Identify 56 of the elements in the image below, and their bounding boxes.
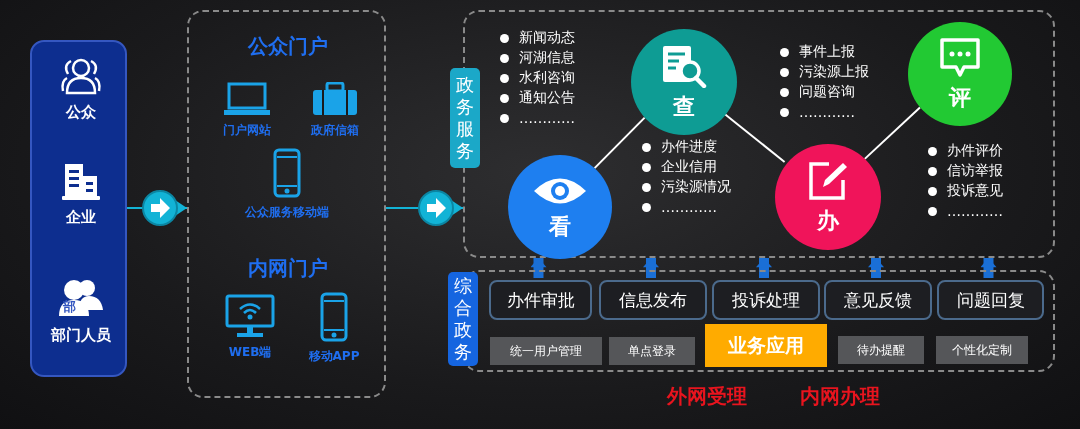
function-box: 意见反馈 [824,280,932,320]
list-item: 污染源上报 [799,63,869,81]
item-label: 公众服务移动端 [245,204,329,221]
function-box: 办件审批 [489,280,592,320]
block-arrow [643,258,659,278]
list-item: 办件进度 [661,138,717,156]
icon-text: 部 [62,300,76,314]
list-item: 企业信用 [661,158,717,176]
list-item: ………… [799,104,855,120]
arrow [385,190,464,226]
list-item: 办件评价 [947,142,1003,160]
block-arrow [868,258,884,278]
circle-label: 评 [949,85,971,111]
block-arrow [530,258,547,278]
section-heading: 公众门户 [248,34,328,58]
circle-label: 看 [549,214,571,240]
list-item: 问题咨询 [799,83,855,101]
list-item: 投诉意见 [947,182,1003,200]
dashed-frame [187,10,386,398]
connector-line [863,106,921,160]
list-item: ………… [947,203,1003,219]
connector-line [593,116,646,170]
list-item: 新闻动态 [519,29,575,47]
feature-tag: 待办提醒 [838,336,924,364]
list-item: ………… [661,199,717,215]
item-label: 移动APP [308,348,360,365]
list-item: 信访举报 [947,162,1003,180]
section-heading: 内网门户 [248,256,328,280]
item-label: 公众 [65,103,96,122]
function-box: 信息发布 [599,280,707,320]
item-label: 政府信箱 [311,122,359,139]
block-arrow [756,258,772,278]
circle-label: 查 [673,94,695,120]
caption-text: 外网受理 [667,384,747,408]
user-panel [30,40,127,377]
function-box: 投诉处理 [712,280,820,320]
list-item: 污染源情况 [661,178,731,196]
item-label: 门户网站 [223,122,271,139]
item-label: 部门人员 [50,326,111,345]
list-item: 事件上报 [799,43,855,61]
feature-tag: 单点登录 [609,337,695,365]
feature-tag: 个性化定制 [936,336,1028,364]
list-item: 水利咨询 [519,69,575,87]
function-box: 问题回复 [937,280,1044,320]
section-tab: 政务服务 [450,68,480,168]
highlight-box: 业务应用 [705,324,827,367]
circle-label: 办 [817,208,839,234]
list-item: 河湖信息 [519,49,575,67]
item-label: WEB端 [228,344,272,361]
item-label: 企业 [65,208,96,227]
block-arrow [980,258,997,278]
list-item: 通知公告 [519,89,575,107]
section-tab: 综合政务 [448,272,478,366]
list-item: ………… [519,110,575,126]
feature-tag: 统一用户管理 [490,337,602,365]
caption-text: 内网办理 [800,384,880,408]
